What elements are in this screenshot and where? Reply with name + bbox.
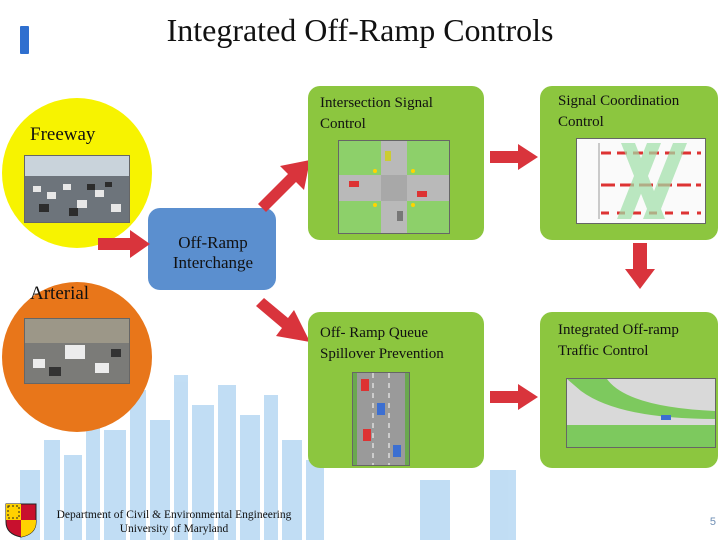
queue-spillover-prevention-label: Off- Ramp Queue Spillover Prevention <box>320 323 484 365</box>
box-3-label-line-2: Spillover Prevention <box>320 346 444 362</box>
page-number: 5 <box>709 516 716 528</box>
arrow-queue-to-integrated <box>490 384 538 410</box>
arrow-interchange-to-intersection <box>258 160 310 212</box>
university-seal-logo <box>5 503 37 538</box>
intersection-diagram-image <box>338 140 450 234</box>
city-skyline-graphic <box>20 375 516 540</box>
box-1-label-line-2: Control <box>320 116 366 132</box>
freeway-label: Freeway <box>30 124 96 145</box>
arrow-coordination-to-integrated <box>625 243 655 289</box>
footer-university: University of Maryland <box>119 523 229 535</box>
box-4-label-line-2: Traffic Control <box>558 343 649 359</box>
intersection-signal-control-label: Intersection Signal Control <box>320 93 480 135</box>
box-3-label-line-1: Off- Ramp Queue <box>320 325 429 341</box>
arterial-label: Arterial <box>30 283 90 304</box>
arrow-interchange-to-queue <box>256 298 310 342</box>
footer-affiliation: Department of Civil & Environmental Engi… <box>44 508 304 536</box>
box-2-label-line-2: Control <box>558 114 604 130</box>
off-ramp-queue-image <box>352 372 410 466</box>
off-ramp-interchange-box <box>148 208 276 290</box>
interchange-label-line-2: Interchange <box>172 253 254 272</box>
off-ramp-road-image <box>566 378 716 448</box>
interchange-label-line-1: Off-Ramp <box>178 233 248 252</box>
title-accent-bar <box>20 26 29 54</box>
integrated-off-ramp-control-label: Integrated Off-ramp Traffic Control <box>558 320 718 362</box>
off-ramp-interchange-label: Off-Ramp Interchange <box>158 233 268 273</box>
arrow-intersection-to-coordination <box>490 144 538 170</box>
arterial-traffic-photo <box>24 318 130 384</box>
box-2-label-line-1: Signal Coordination <box>558 93 680 109</box>
box-4-label-line-1: Integrated Off-ramp <box>558 322 679 338</box>
slide-title: Integrated Off-Ramp Controls <box>166 12 554 48</box>
time-space-diagram-image <box>576 138 706 224</box>
freeway-traffic-photo <box>24 155 130 223</box>
box-1-label-line-1: Intersection Signal <box>320 95 433 111</box>
footer-department: Department of Civil & Environmental Engi… <box>56 509 292 521</box>
arrow-freeway-to-interchange <box>98 230 150 258</box>
signal-coordination-control-label: Signal Coordination Control <box>558 91 718 133</box>
